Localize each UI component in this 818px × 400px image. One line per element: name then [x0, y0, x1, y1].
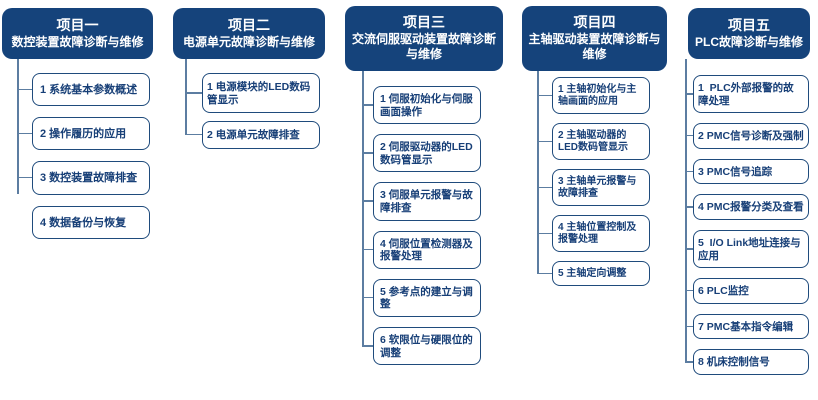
- course-item: 1 电源模块的LED数码管显示: [184, 73, 320, 114]
- project-subtitle: 数控装置故障诊断与维修: [11, 34, 144, 49]
- course-item: 4 PMC报警分类及查看: [684, 194, 809, 220]
- project-header: 项目一 数控装置故障诊断与维修: [2, 8, 153, 60]
- project-header: 项目四 主轴驱动装置故障诊断与维修: [522, 6, 667, 72]
- course-item: 6 软限位与硬限位的调整: [361, 326, 481, 366]
- course-item: 2 主轴驱动器的LED数码管显示: [536, 123, 650, 160]
- course-item: 2 操作履历的应用: [16, 117, 150, 151]
- connector-line: [685, 59, 687, 362]
- project-column-1: 项目一 数控装置故障诊断与维修 1 系统基本参数概述 2 操作履历的应用 3 数控装…: [2, 0, 153, 400]
- course-item: 4 伺服位置检测器及报警处理: [361, 230, 481, 269]
- course-item: 8 机床控制信号: [684, 349, 809, 375]
- project-column-4: 项目四 主轴驱动装置故障诊断与维修 1 主轴初始化与主轴画面的应用 2 主轴驱动器…: [522, 0, 667, 400]
- project-subtitle: 交流伺服驱动装置故障诊断与维修: [351, 31, 496, 62]
- course-item: 3 PMC信号追踪: [684, 158, 809, 185]
- course-item: 1 主轴初始化与主轴画面的应用: [536, 77, 650, 114]
- course-item: 6 PLC监控: [684, 278, 809, 304]
- project-subtitle: 主轴驱动装置故障诊断与维修: [528, 31, 661, 62]
- course-item: 1 PLC外部报警的故障处理: [684, 75, 809, 114]
- project-title: 项目三: [403, 14, 445, 30]
- course-item: 3 伺服单元报警与故障排查: [361, 182, 481, 221]
- project-title: 项目四: [573, 14, 616, 30]
- course-item: 7 PMC基本指令编辑: [684, 313, 809, 340]
- course-item: 1 系统基本参数概述: [16, 73, 150, 107]
- project-subtitle: 电源单元故障诊断与维修: [182, 34, 315, 49]
- project-column-3: 项目三 交流伺服驱动装置故障诊断与维修 1 伺服初始化与伺服画面操作 2 伺服驱动…: [345, 0, 503, 400]
- connector-line: [362, 71, 364, 346]
- course-item: 2 PMC信号诊断及强制: [684, 123, 809, 149]
- project-column-2: 项目二 电源单元故障诊断与维修 1 电源模块的LED数码管显示 2 电源单元故障排…: [173, 0, 325, 400]
- course-item: 3 主轴单元报警与故障排查: [536, 169, 650, 206]
- course-item-list: 1 系统基本参数概述 2 操作履历的应用 3 数控装置故障排查 4 数据备份与恢复: [16, 73, 150, 250]
- course-item-list: 1 PLC外部报警的故障处理 2 PMC信号诊断及强制 3 PMC信号追踪 4 PMC…: [684, 75, 809, 385]
- course-item: 2 电源单元故障排查: [184, 121, 320, 149]
- course-item: 5 主轴定向调整: [536, 261, 650, 286]
- course-item: 3 数控装置故障排查: [16, 161, 150, 195]
- course-item: 5 参考点的建立与调整: [361, 278, 481, 317]
- connector-line: [17, 59, 19, 194]
- course-item: 4 数据备份与恢复: [32, 205, 150, 239]
- connector-line: [537, 71, 539, 274]
- project-subtitle: PLC故障诊断与维修: [694, 34, 803, 49]
- course-item-list: 1 主轴初始化与主轴画面的应用 2 主轴驱动器的LED数码管显示 3 主轴单元报警与…: [536, 77, 650, 295]
- project-title: 项目二: [228, 17, 270, 33]
- course-item: 5 I/O Link地址连接与应用: [684, 229, 809, 269]
- project-column-5: 项目五 PLC故障诊断与维修 1 PLC外部报警的故障处理 2 PMC信号诊断及强…: [684, 0, 810, 400]
- course-item: 2 伺服驱动器的LED数码管显示: [361, 134, 481, 173]
- course-item-list: 1 电源模块的LED数码管显示 2 电源单元故障排查: [184, 73, 320, 157]
- project-header: 项目三 交流伺服驱动装置故障诊断与维修: [345, 6, 503, 72]
- course-item-list: 1 伺服初始化与伺服画面操作 2 伺服驱动器的LED数码管显示 3 伺服单元报警与故…: [361, 86, 481, 375]
- connector-line: [185, 59, 187, 135]
- project-header: 项目五 PLC故障诊断与维修: [688, 8, 810, 60]
- course-item: 1 伺服初始化与伺服画面操作: [361, 86, 481, 125]
- course-item: 4 主轴位置控制及报警处理: [536, 215, 650, 252]
- project-header: 项目二 电源单元故障诊断与维修: [173, 8, 325, 60]
- project-title: 项目一: [56, 17, 99, 33]
- project-title: 项目五: [728, 17, 770, 33]
